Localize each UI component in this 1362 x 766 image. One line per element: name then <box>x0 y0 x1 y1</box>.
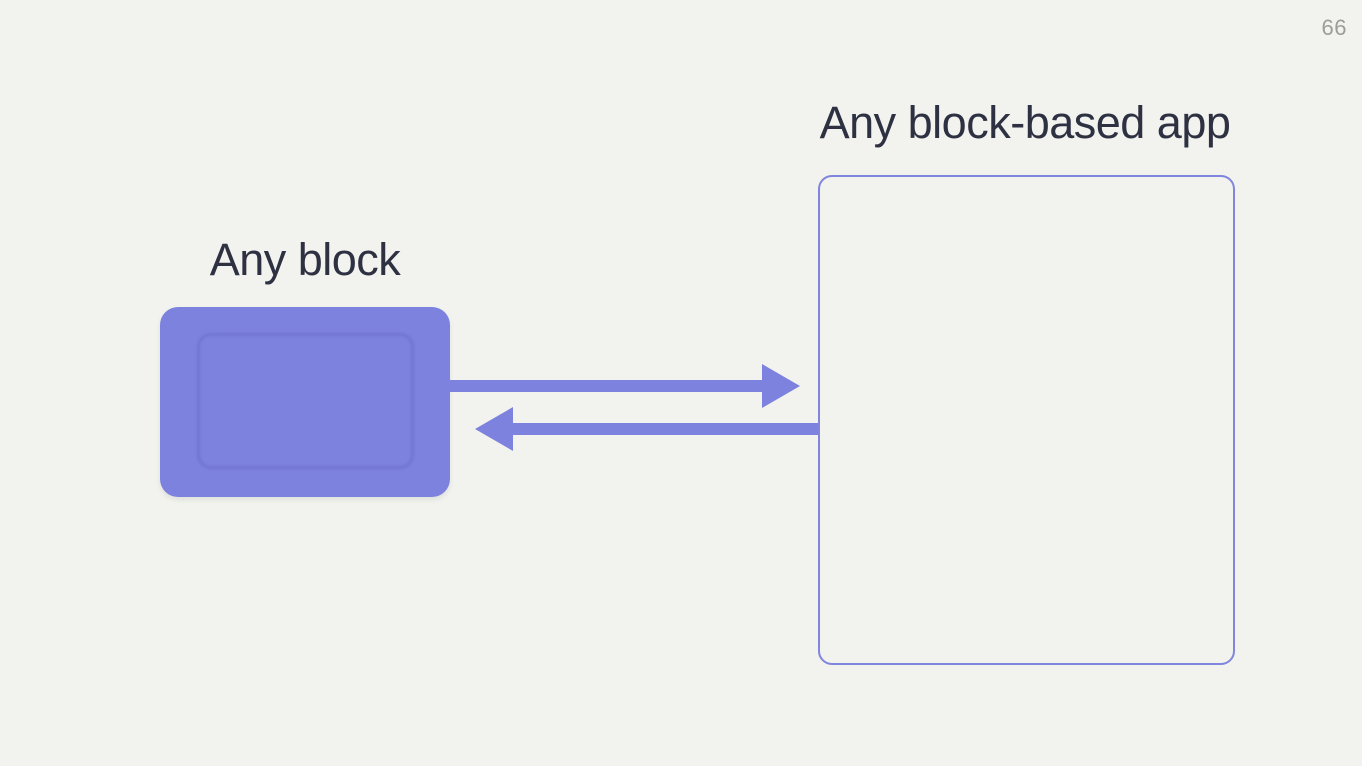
arrow-left-icon <box>475 407 818 451</box>
any-block-shape <box>160 307 450 497</box>
arrow-right-icon <box>450 364 800 408</box>
app-label: Any block-based app <box>819 97 1231 148</box>
block-inner-outline <box>197 333 414 469</box>
page-number: 66 <box>1321 15 1347 40</box>
app-outline-box <box>818 175 1235 665</box>
any-block-label: Any block <box>209 234 401 285</box>
